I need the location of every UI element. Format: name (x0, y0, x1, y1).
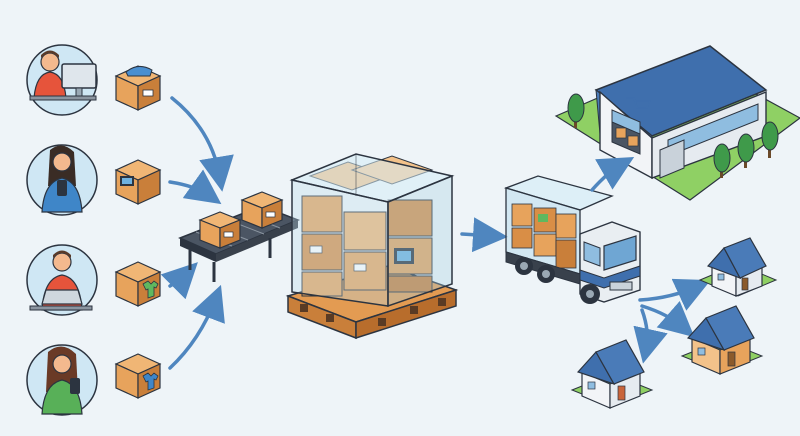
arrow-to-house-2 (640, 301, 695, 338)
arrow-truck-to-warehouse (590, 157, 635, 192)
shopping-cart-icon (626, 97, 652, 109)
parcel-shoes-icon (114, 65, 162, 111)
delivery-truck (503, 175, 641, 304)
arrow-to-house-3 (633, 308, 668, 364)
trees (567, 93, 779, 178)
consolidated-pallet-crate (285, 153, 459, 340)
customer-2-smartphone-icon (26, 144, 98, 216)
arrow-crate-to-truck (460, 217, 508, 253)
house-2 (680, 305, 764, 375)
arrow-to-house-1 (638, 278, 711, 311)
flow-arrows-to-houses (633, 278, 711, 364)
parcel-shirt-icon (114, 261, 162, 307)
arrow-from-parcel-4 (168, 284, 225, 370)
flow-arrows-to-conveyor (160, 96, 234, 370)
house-3 (570, 339, 654, 409)
customer-1-desktop-icon (26, 44, 98, 116)
conveyor-parcel-2 (240, 191, 284, 229)
customer-3-laptop-icon (26, 244, 98, 316)
truck-cargo-boxes (511, 203, 577, 269)
house-1 (698, 237, 778, 297)
parcel-tshirt-icon (114, 353, 162, 399)
conveyor-parcel-1 (198, 211, 242, 249)
warehouse-store (554, 45, 800, 201)
arrow-from-parcel-1 (170, 96, 234, 192)
customer-4-smartphone-icon (26, 344, 98, 416)
arrow-from-parcel-3 (160, 262, 198, 300)
parcel-electronics-icon (114, 159, 162, 205)
arrow-from-parcel-2 (168, 169, 222, 205)
pallet-gaps (300, 298, 446, 326)
